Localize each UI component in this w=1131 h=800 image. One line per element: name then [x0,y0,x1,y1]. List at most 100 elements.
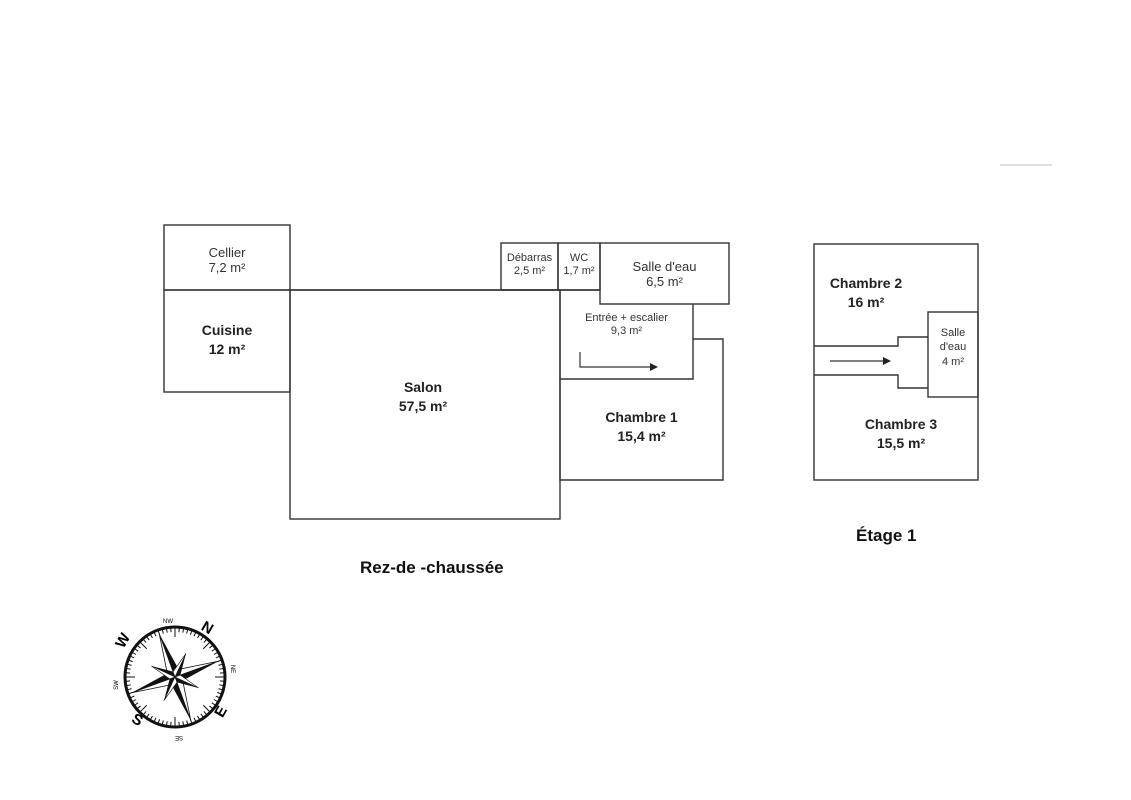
room-area: 16 m² [847,294,885,311]
compass-ne: NE [229,665,235,673]
chambre3-wall [814,374,928,389]
compass-e: E [211,703,231,720]
compass-tick [128,659,133,663]
room-area: 12 m² [208,341,246,358]
room-label-cellier: Cellier 7,2 m² [164,245,290,276]
room-label-wc: WC 1,7 m² [558,252,600,277]
compass-tick [200,636,204,641]
chambre1-room [559,338,724,481]
compass-tick [130,655,135,659]
chambre2-wall [814,336,928,347]
room-name: Cuisine [201,322,253,338]
room-name: Entrée + escalier [585,312,668,324]
compass-tick [193,717,197,722]
first-floor-walls [813,243,979,481]
room-area: 1,7 m² [563,264,595,277]
compass-tick [203,639,207,643]
compass-tick [215,695,220,699]
salle-eau-room [599,242,730,305]
compass-tick [202,704,211,713]
compass-tick [139,704,148,713]
compass-tick [219,667,224,670]
compass-tick [203,711,207,715]
room-name-line1: Salle [940,327,966,339]
compass-tick [165,721,168,726]
compass-tick [153,632,157,637]
room-label-chambre1: Chambre 1 15,4 m² [560,409,723,444]
compass-tick [209,705,213,709]
compass-tick [139,641,148,650]
room-area: 15,5 m² [876,435,926,452]
compass-tick [157,719,161,724]
entree-room [559,290,694,380]
compass-tick [143,639,147,643]
compass-tick [186,629,189,634]
room-label-debarras: Débarras 2,5 m² [501,252,558,277]
ground-floor-title: Rez-de -chaussée [360,558,504,577]
room-label-entree: Entrée + escalier 9,3 m² [560,312,693,337]
compass-tick [134,648,139,652]
compass-tick [217,691,222,695]
compass-tick [202,641,211,650]
compass-tick [211,648,216,652]
compass-tick [132,652,137,655]
compass-s: S [129,710,146,730]
compass-tick [161,629,164,634]
compass-tick [127,688,132,691]
room-area: 2,5 m² [513,264,546,277]
compass-tick [218,688,223,691]
room-name: Débarras [506,252,553,264]
compass-tick [126,684,131,687]
room-area: 6,5 m² [646,273,683,289]
room-name: WC [569,252,589,264]
room-area: 7,2 m² [208,259,246,275]
room-label-chambre3: Chambre 3 15,5 m² [814,416,988,451]
compass-tick [182,721,185,726]
room-name: Chambre 1 [605,409,678,425]
room-name: Cellier [208,245,246,260]
room-name: Chambre 3 [864,416,938,432]
compass-rose: N W S E NW NE SE SW [112,618,235,740]
compass-tick [197,715,200,720]
compass-tick [213,699,218,702]
room-label-cuisine: Cuisine 12 m² [164,322,290,357]
compass-tick [197,634,200,639]
compass-tick [132,699,137,702]
compass-tick [215,655,220,659]
compass-tick [134,702,139,706]
compass-sw: SW [114,680,120,690]
room-label-chambre2: Chambre 2 16 m² [814,275,918,310]
compass-tick [213,652,218,655]
ground-floor-walls [163,224,730,520]
compass-nw: NW [163,619,173,625]
compass-tick [150,715,153,720]
compass-tick [153,717,157,722]
compass-tick [137,705,141,709]
first-floor-title: Étage 1 [856,526,917,545]
room-area: 57,5 m² [398,398,448,415]
compass-tick [161,720,164,725]
compass-se: SE [175,734,183,740]
compass-tick [150,634,153,639]
compass-tick [127,663,132,666]
compass-tick [130,695,135,699]
compass-tick [189,630,193,635]
room-area: 4 m² [942,355,964,368]
stair-arrow [579,352,650,368]
compass-tick [186,720,189,725]
compass-tick [219,684,224,687]
room-name: Salon [403,379,443,395]
room-area: 9,3 m² [610,324,643,337]
compass-tick [211,702,216,706]
room-name: Salle d'eau [632,259,697,274]
compass-tick [143,711,147,715]
compass-tick [146,713,150,718]
compass-tick [193,632,197,637]
room-name-line2: d'eau [939,341,967,354]
room-label-salle-eau-etage: Salle d'eau 4 m² [928,326,978,369]
salle-eau-etage-room [927,311,979,398]
compass-tick [182,628,185,633]
compass-tick [126,667,131,670]
room-label-salle-eau: Salle d'eau 6,5 m² [600,259,729,290]
